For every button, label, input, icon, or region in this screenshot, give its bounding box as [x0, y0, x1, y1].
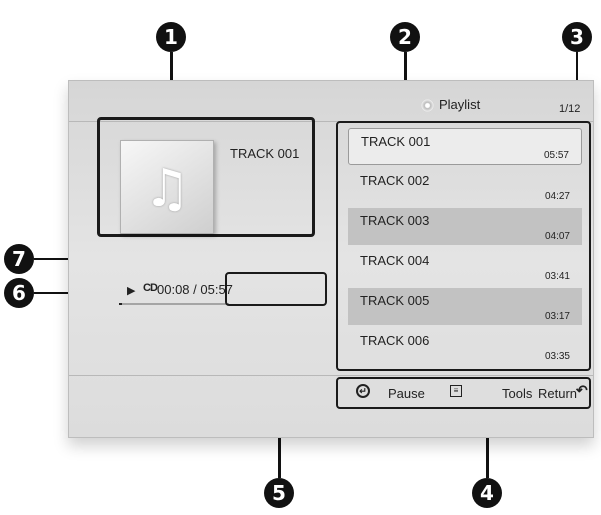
return-button[interactable]: Return: [538, 386, 578, 401]
elapsed-total-time: 00:08 / 05:57: [157, 282, 233, 297]
callout-6: 6: [4, 278, 34, 308]
leader-line-4: [486, 408, 489, 478]
track-duration: 03:35: [544, 351, 570, 362]
track-duration: 03:41: [544, 271, 570, 282]
playlist-panel: TRACK 001 05:57 TRACK 002 04:27 TRACK 00…: [336, 121, 591, 371]
track-name: TRACK 006: [360, 333, 430, 348]
callout-5: 5: [264, 478, 294, 508]
track-name: TRACK 005: [360, 293, 430, 308]
button-bar: ↵ Pause ≡ Tools Return ↶: [336, 377, 591, 409]
track-name: TRACK 003: [360, 213, 430, 228]
track-duration: 03:17: [544, 311, 570, 322]
track-name: TRACK 004: [360, 253, 430, 268]
track-duration: 05:57: [543, 150, 569, 161]
track-name: TRACK 001: [361, 134, 431, 149]
tools-button-icon: ≡: [450, 385, 462, 397]
disc-icon: [421, 99, 434, 112]
screen-divider-top: [69, 121, 593, 122]
callout-1: 1: [156, 22, 186, 52]
info-box: [225, 272, 327, 306]
callout-3: 3: [562, 22, 592, 52]
music-player-screen: ♫ TRACK 001 Playlist 1/12 TRACK 001 05:5…: [68, 80, 594, 438]
track-duration: 04:07: [544, 231, 570, 242]
pause-button[interactable]: Pause: [388, 386, 425, 401]
playlist-track[interactable]: TRACK 003 04:07: [348, 208, 582, 245]
leader-line-3: [576, 52, 578, 102]
playback-progress-bar: [119, 303, 229, 305]
enter-button-icon: ↵: [356, 384, 370, 398]
play-status-icon: ▶: [127, 285, 136, 297]
playlist-page-indicator: 1/12: [559, 103, 581, 115]
music-note-icon: ♫: [143, 159, 191, 219]
now-playing-title: TRACK 001: [230, 146, 300, 161]
playlist-track[interactable]: TRACK 002 04:27: [348, 168, 582, 205]
tools-button[interactable]: Tools: [502, 386, 533, 401]
cd-icon: CD: [143, 282, 158, 294]
callout-7: 7: [4, 244, 34, 274]
now-playing-panel: ♫ TRACK 001: [97, 117, 315, 237]
callout-4: 4: [472, 478, 502, 508]
playlist-track[interactable]: TRACK 006 03:35: [348, 328, 582, 365]
playback-progress-fill: [119, 303, 122, 305]
return-icon: ↶: [576, 382, 588, 398]
playlist-track[interactable]: TRACK 001 05:57: [348, 128, 582, 165]
track-name: TRACK 002: [360, 173, 430, 188]
callout-2: 2: [390, 22, 420, 52]
playlist-track[interactable]: TRACK 004 03:41: [348, 248, 582, 285]
playlist-label: Playlist: [439, 97, 481, 112]
track-duration: 04:27: [544, 191, 570, 202]
screen-divider-bottom: [69, 375, 593, 376]
playlist-track[interactable]: TRACK 005 03:17: [348, 288, 582, 325]
album-art: ♫: [120, 140, 214, 234]
